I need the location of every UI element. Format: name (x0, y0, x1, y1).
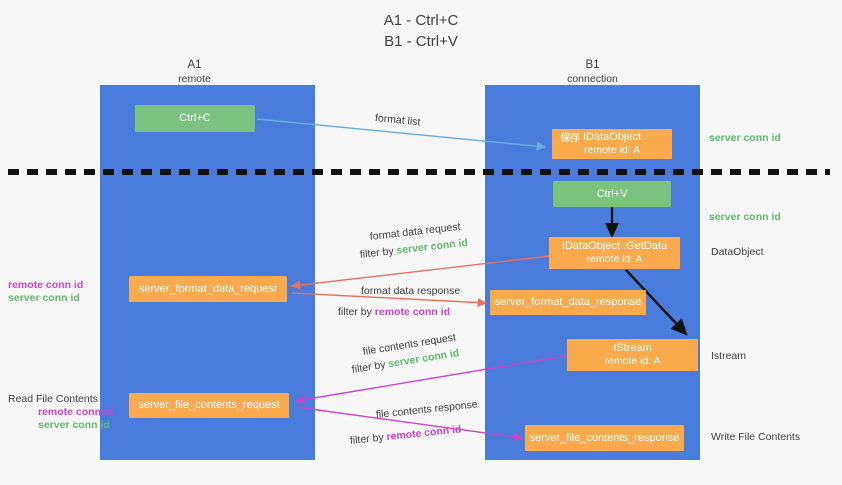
column-header-b1-name: B1 (585, 59, 600, 71)
column-header-a1: A1 remote (132, 58, 257, 86)
node-server-file-contents-response[interactable]: server_file_contents_response (525, 425, 684, 451)
node-server-file-contents-response-label: server_file_contents_response (529, 431, 680, 444)
filter-by-text-1: filter by (359, 245, 395, 261)
node-idataobject[interactable]: 保存 IDataObject remote id: A (552, 129, 672, 159)
filter-by-text-4: filter by (349, 431, 385, 447)
column-header-a1-name: A1 (187, 59, 202, 71)
left-note-upper-remote: remote conn id (8, 279, 84, 291)
left-note-lower-server: server conn id (38, 419, 110, 431)
remote-conn-id-text-2: remote conn id (385, 423, 462, 444)
right-note-server-conn-2: server conn id (709, 211, 781, 223)
node-idataobject-cjk-artifact: 保存 (560, 132, 580, 144)
column-header-b1: B1 connection (530, 58, 655, 86)
title-line-1: A1 - Ctrl+C (383, 12, 459, 29)
node-ctrl-v-label: Ctrl+V (596, 187, 628, 200)
edge-label-file-contents-response-filter: filter by remote conn id (349, 423, 462, 448)
node-getdata-sub: remote id: A (586, 253, 643, 265)
node-istream-label: IStream (613, 342, 652, 354)
edge-label-file-contents-response: file contents response (375, 398, 479, 421)
edge-label-format-data-response-filter: filter by remote conn id (338, 306, 450, 319)
node-getdata[interactable]: IDataObject::GetData remote id: A (549, 237, 680, 269)
column-header-a1-sub: remote (178, 73, 211, 85)
edge-label-format-data-response: format data response (361, 285, 461, 297)
left-note-lower-heading: Read File Contents (8, 393, 98, 405)
filter-by-text-2: filter by (338, 306, 372, 318)
diagram-title: A1 - Ctrl+C B1 - Ctrl+V (0, 10, 842, 52)
left-note-upper-server: server conn id (8, 292, 80, 304)
node-server-format-data-request[interactable]: server_format_data_request (129, 276, 287, 302)
node-server-file-contents-request[interactable]: server_file_contents_request (129, 393, 289, 418)
node-istream-sub: remote id: A (604, 355, 661, 367)
node-idataobject-sub: remote id: A (583, 144, 641, 156)
right-note-dataobject: DataObject (711, 246, 764, 258)
filter-by-text-3: filter by (350, 358, 387, 376)
title-line-2: B1 - Ctrl+V (384, 33, 458, 50)
right-note-server-conn-1: server conn id (709, 132, 781, 144)
node-ctrl-c[interactable]: Ctrl+C (135, 105, 255, 132)
node-server-file-contents-request-label: server_file_contents_request (138, 399, 280, 411)
left-note-lower: Read File Contents remote conn id server… (8, 393, 113, 432)
node-ctrl-c-label: Ctrl+C (179, 112, 211, 124)
left-note-lower-remote: remote conn id (38, 406, 114, 418)
node-ctrl-v[interactable]: Ctrl+V (553, 181, 671, 207)
left-note-upper: remote conn id server conn id (8, 279, 83, 305)
node-istream[interactable]: IStream remote id: A (567, 339, 698, 371)
right-note-istream: Istream (711, 350, 747, 362)
node-server-format-data-response-label: server_format_data_response (494, 296, 642, 308)
remote-conn-id-text-1: remote conn id (374, 306, 451, 318)
node-getdata-label: IDataObject::GetData (561, 240, 668, 252)
node-idataobject-label: IDataObject (582, 131, 642, 143)
right-note-write-file: Write File Contents (711, 431, 801, 443)
column-header-b1-sub: connection (567, 73, 618, 85)
edge-label-format-list: format list (374, 112, 421, 129)
node-server-format-data-request-label: server_format_data_request (138, 282, 278, 295)
node-server-format-data-response[interactable]: server_format_data_response (490, 290, 646, 315)
